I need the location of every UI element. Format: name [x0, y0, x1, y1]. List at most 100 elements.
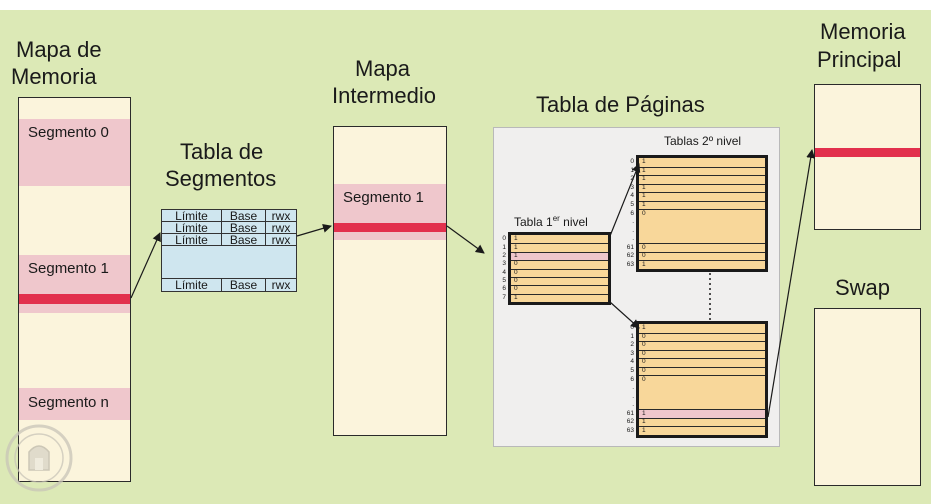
page-entry-index: 6 — [630, 375, 634, 383]
page-entry-index: 4 — [630, 192, 634, 200]
primer-nivel-suffix: nivel — [559, 215, 588, 229]
base-cell: Base — [222, 279, 266, 291]
page-entry-bit: 1 — [642, 260, 646, 268]
page-row-divider — [639, 358, 765, 360]
page-entry-bit: 1 — [642, 200, 646, 208]
page-row-divider — [639, 426, 765, 428]
page-entry-index: 4 — [630, 358, 634, 366]
page-entry-index: 6 — [630, 209, 634, 217]
page-entry-index: 62 — [626, 418, 634, 426]
page-entry-bit: 0 — [514, 260, 518, 268]
page-entry-index: . — [632, 235, 634, 243]
page-row-divider — [511, 260, 608, 262]
swap-box — [814, 308, 921, 486]
page-entry-bit: 1 — [642, 418, 646, 426]
page-entry-index: . — [632, 218, 634, 226]
rwx-cell: rwx — [271, 278, 291, 292]
segmento-0-region — [19, 119, 130, 186]
page-entry-bit: 1 — [642, 158, 646, 166]
page-entry-bit: 0 — [642, 341, 646, 349]
page-entry-index: 3 — [502, 260, 506, 268]
tabla-segmentos-title-line1: Tabla de — [180, 139, 264, 164]
page-entry-index: 7 — [502, 293, 506, 301]
segmento-1-highlight — [19, 294, 130, 304]
page-entry-bit: 1 — [514, 243, 518, 251]
page-entry-bit: 1 — [642, 324, 646, 332]
page-entry-index: 2 — [630, 175, 634, 183]
page-row-divider — [639, 375, 765, 377]
page-entry-index: 3 — [630, 183, 634, 191]
page-row-divider — [639, 349, 765, 351]
page-row-divider — [639, 183, 765, 185]
segmento-1-highlight — [334, 223, 446, 232]
page-entry-bit: 1 — [642, 192, 646, 200]
arrow-mapa-to-tabla-segmentos — [130, 232, 161, 299]
page-entry-index: 2 — [630, 341, 634, 349]
marco-highlight — [815, 148, 920, 157]
page-row-divider — [511, 268, 608, 270]
page-entry-index: . — [632, 384, 634, 392]
page-row-divider — [639, 332, 765, 334]
tabla-paginas-title: Tabla de Páginas — [536, 92, 705, 117]
page-entry-index: . — [632, 401, 634, 409]
page-row-divider — [639, 175, 765, 177]
page-entry-index: 1 — [502, 243, 506, 251]
arrow-pagina-to-memoria-principal — [767, 149, 816, 418]
page-row-divider — [639, 417, 765, 419]
page-entry-bit: 0 — [514, 277, 518, 285]
limite-cell: Límite — [162, 210, 222, 222]
page-entry-bit: 0 — [642, 358, 646, 366]
tabla-segmentos-title-line2: Segmentos — [165, 166, 277, 191]
page-entry-index: 0 — [630, 158, 634, 166]
segment-table-row: Límite Base rwx — [162, 234, 296, 246]
page-entry-index: 61 — [626, 243, 634, 251]
rwx-cell: rwx — [266, 222, 296, 234]
page-row-divider — [639, 260, 765, 262]
page-entry-bit: 1 — [514, 251, 518, 259]
page-row-divider — [511, 285, 608, 287]
page-entry-index: 5 — [630, 200, 634, 208]
arrow-primer-to-segundo-bottom — [609, 301, 640, 329]
segment-table-row: Límite Base rwx — [162, 222, 296, 234]
page-entry-bit: 0 — [642, 332, 646, 340]
segmento-1-label: Segmento 1 — [343, 189, 424, 206]
page-entry-bit: 0 — [642, 375, 646, 383]
primer-nivel-text: Tabla 1 — [514, 215, 553, 229]
base-cell: Base — [222, 234, 266, 246]
mapa-intermedio-title-line2: Intermedio — [332, 83, 436, 108]
page-entry-index: 63 — [626, 426, 634, 434]
segmento-n-label: Segmento n — [28, 394, 109, 411]
page-entry-bit: 1 — [642, 183, 646, 191]
page-entry-index: 62 — [626, 252, 634, 260]
page-entry-bit: 0 — [642, 209, 646, 217]
limite-cell: Límite — [162, 222, 222, 234]
page-entry-bit: 1 — [642, 409, 646, 417]
tabla-segmentos: Límite Base rwx Límite Base rwx Límite B… — [161, 209, 297, 292]
page-row-divider — [511, 293, 608, 295]
page-entry-index: 4 — [502, 268, 506, 276]
segmento-n-region — [19, 388, 130, 420]
memoria-principal-box — [814, 84, 921, 230]
mapa-intermedio-title-line1: Mapa — [355, 56, 411, 81]
page-row-divider — [511, 243, 608, 245]
mapa-intermedio-box: Segmento 1 — [333, 126, 447, 436]
page-entry-bit: 1 — [642, 166, 646, 174]
memoria-principal-title-line1: Memoria — [820, 19, 906, 44]
segment-table-row: Límite Base rwx — [162, 210, 296, 222]
page-row-divider — [639, 192, 765, 194]
page-entry-highlight — [511, 251, 608, 261]
rwx-cell: rwx — [266, 210, 296, 222]
page-entry-index: 61 — [626, 409, 634, 417]
page-entry-bit: 0 — [642, 252, 646, 260]
page-row-divider — [639, 200, 765, 202]
university-seal-icon — [5, 424, 73, 492]
page-entry-bit: 1 — [642, 175, 646, 183]
rwx-cell: rwx — [266, 234, 296, 246]
page-row-divider — [639, 341, 765, 343]
segmento-0-label: Segmento 0 — [28, 124, 109, 141]
